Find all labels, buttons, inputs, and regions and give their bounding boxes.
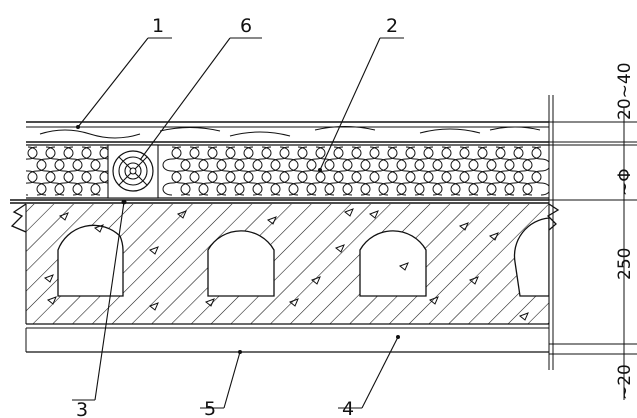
callout-1: 1 xyxy=(152,15,164,37)
insulation-coil xyxy=(261,146,281,196)
insulation-coil xyxy=(495,146,515,196)
insulation-coil xyxy=(225,146,245,196)
insulation-coil xyxy=(63,146,83,196)
insulation-coil xyxy=(423,146,443,196)
aggregate-mark xyxy=(47,296,57,305)
insulation-coil xyxy=(171,146,191,196)
aggregate-mark xyxy=(459,222,469,231)
insulation-coil xyxy=(216,146,236,196)
insulation-coil xyxy=(234,146,254,196)
insulation-coil xyxy=(342,146,362,196)
insulation-coil xyxy=(441,146,461,196)
insulation-coil xyxy=(486,146,506,196)
insulation-coil xyxy=(432,146,452,196)
leader-lines xyxy=(72,37,404,409)
callout-3: 3 xyxy=(76,399,88,418)
insulation-coil xyxy=(522,146,542,196)
insulation-coil xyxy=(252,146,272,196)
dimension-plaster: ~20 xyxy=(615,364,635,400)
insulation-coil xyxy=(450,146,470,196)
insulation-coil xyxy=(405,146,425,196)
aggregate-mark xyxy=(344,208,354,217)
insulation-coil xyxy=(36,146,56,196)
aggregate-mark xyxy=(149,246,159,255)
insulation-coil xyxy=(531,146,549,196)
insulation-coil xyxy=(90,146,110,196)
insulation-coil xyxy=(26,146,38,196)
insulation-coil xyxy=(54,146,74,196)
dimension-insulation: ~Φ xyxy=(615,168,635,196)
aggregate-mark xyxy=(429,296,439,305)
insulation-coil xyxy=(270,146,290,196)
callout-6: 6 xyxy=(240,15,252,37)
aggregate-mark xyxy=(149,302,159,311)
insulation-coil xyxy=(387,146,407,196)
insulation-coil xyxy=(198,146,218,196)
insulation-coil xyxy=(81,146,101,196)
insulation-coil xyxy=(162,146,182,196)
aggregate-mark xyxy=(59,212,69,221)
hollow-core-slab xyxy=(10,203,560,339)
insulation-coil xyxy=(333,146,353,196)
callout-4: 4 xyxy=(342,398,354,418)
insulation-coil xyxy=(72,146,92,196)
insulation-coil xyxy=(378,146,398,196)
screed-layer xyxy=(26,121,549,143)
dimension-lines xyxy=(548,95,637,400)
insulation-coil xyxy=(459,146,479,196)
insulation-coil xyxy=(360,146,380,196)
heating-pipe xyxy=(107,144,159,199)
insulation-coil xyxy=(315,146,335,196)
aggregate-mark xyxy=(311,276,321,285)
aggregate-mark xyxy=(267,216,277,225)
aggregate-mark xyxy=(335,244,345,253)
insulation-coil xyxy=(468,146,488,196)
aggregate-mark xyxy=(289,298,299,307)
slab-core xyxy=(513,217,549,297)
aggregate-mark xyxy=(369,210,379,219)
insulation-coil xyxy=(324,146,344,196)
aggregate-mark xyxy=(469,276,479,285)
slab-core xyxy=(359,230,427,297)
aggregate-mark xyxy=(399,262,409,271)
aggregate-mark xyxy=(44,274,54,283)
insulation-coil xyxy=(27,146,47,196)
slab-core xyxy=(207,230,275,297)
insulation-coil xyxy=(504,146,524,196)
callout-5: 5 xyxy=(204,398,216,418)
insulation-coil xyxy=(207,146,227,196)
insulation-coil xyxy=(414,146,434,196)
dimension-topping: 20~40 xyxy=(615,62,635,120)
slab-core xyxy=(57,224,124,297)
insulation-coil xyxy=(288,146,308,196)
aggregate-mark xyxy=(519,312,529,321)
aggregate-mark xyxy=(205,298,215,307)
aggregate-mark xyxy=(94,224,104,233)
insulation-layer xyxy=(26,144,549,199)
callout-2: 2 xyxy=(386,15,398,37)
insulation-coil xyxy=(279,146,299,196)
insulation-coil xyxy=(297,146,317,196)
insulation-coil xyxy=(477,146,497,196)
insulation-coil xyxy=(369,146,389,196)
insulation-coil xyxy=(306,146,326,196)
dimension-slab: 250 xyxy=(615,248,635,280)
insulation-coil xyxy=(189,146,209,196)
insulation-coil xyxy=(513,146,533,196)
insulation-coil xyxy=(351,146,371,196)
insulation-coil xyxy=(396,146,416,196)
insulation-coil xyxy=(45,146,65,196)
aggregate-mark xyxy=(489,232,499,241)
insulation-coil xyxy=(243,146,263,196)
reflective-film xyxy=(10,199,549,205)
insulation-coil xyxy=(180,146,200,196)
aggregate-mark xyxy=(177,210,187,219)
